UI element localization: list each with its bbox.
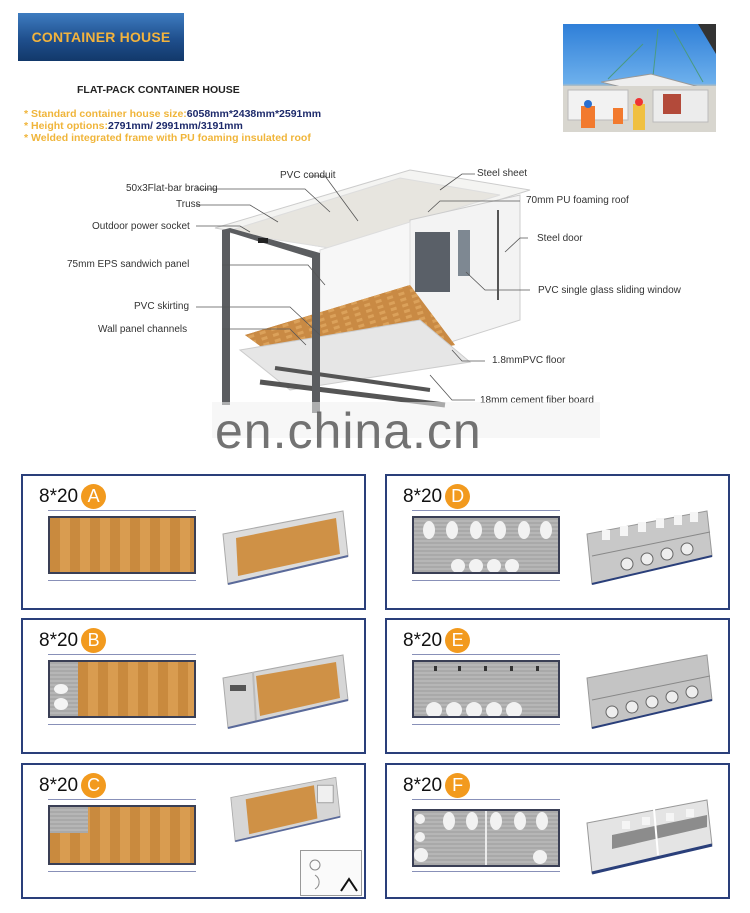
label-outdoor-power-socket: Outdoor power socket	[92, 221, 190, 232]
label-sliding-window: PVC single glass sliding window	[538, 285, 681, 296]
isometric-view	[230, 776, 341, 843]
label-truss: Truss	[176, 199, 201, 210]
bathroom-detail-plan	[300, 850, 362, 896]
layout-letter-badge: F	[445, 773, 471, 798]
label-eps-sandwich-panel: 75mm EPS sandwich panel	[67, 259, 190, 270]
crane-lifting-photo	[563, 24, 716, 132]
label-pvc-conduit: PVC conduit	[280, 170, 336, 181]
isometric-view	[586, 799, 713, 875]
label-cement-fiber-board: 18mm cement fiber board	[480, 395, 594, 406]
label-pu-foaming-roof: 70mm PU foaming roof	[526, 195, 629, 206]
spec-size: * Standard container house size:6058mm*2…	[24, 108, 322, 120]
isometric-view	[222, 510, 349, 585]
banner-title: CONTAINER HOUSE	[31, 29, 171, 45]
layout-letter-badge: B	[81, 628, 107, 653]
floor-plan	[48, 660, 196, 718]
label-steel-door: Steel door	[537, 233, 583, 244]
watermark-text: en.china.cn	[215, 403, 482, 459]
exploded-structure-diagram: PVC conduit 50x3Flat-bar bracing Truss O…	[60, 160, 740, 420]
floor-plan	[412, 809, 560, 867]
layout-letter-badge: A	[81, 484, 107, 509]
isometric-view	[586, 654, 713, 729]
label-wall-panel-channels: Wall panel channels	[98, 324, 188, 335]
isometric-view	[222, 654, 349, 729]
floor-plan	[48, 805, 196, 865]
layout-letter-badge: C	[81, 773, 107, 798]
page-subtitle: FLAT-PACK CONTAINER HOUSE	[77, 84, 240, 96]
watermark-band	[212, 402, 600, 438]
label-steel-sheet: Steel sheet	[477, 168, 528, 179]
label-pvc-skirting: PVC skirting	[134, 301, 190, 312]
spec-frame: * Welded integrated frame with PU foamin…	[24, 132, 311, 144]
spec-list: * Standard container house size:6058mm*2…	[24, 108, 321, 144]
label-flat-bar-bracing: 50x3Flat-bar bracing	[126, 183, 218, 194]
floor-plan	[48, 516, 196, 574]
container-house-banner: CONTAINER HOUSE	[18, 13, 184, 61]
layout-letter-badge: D	[445, 484, 471, 509]
spec-height: * Height options:2791mm/ 2991mm/3191mm	[24, 120, 243, 132]
layout-letter-badge: E	[445, 628, 471, 653]
floor-plan	[412, 660, 560, 718]
floor-plan	[412, 516, 560, 574]
isometric-view	[586, 510, 713, 585]
label-pvc-floor: 1.8mmPVC floor	[492, 355, 566, 366]
